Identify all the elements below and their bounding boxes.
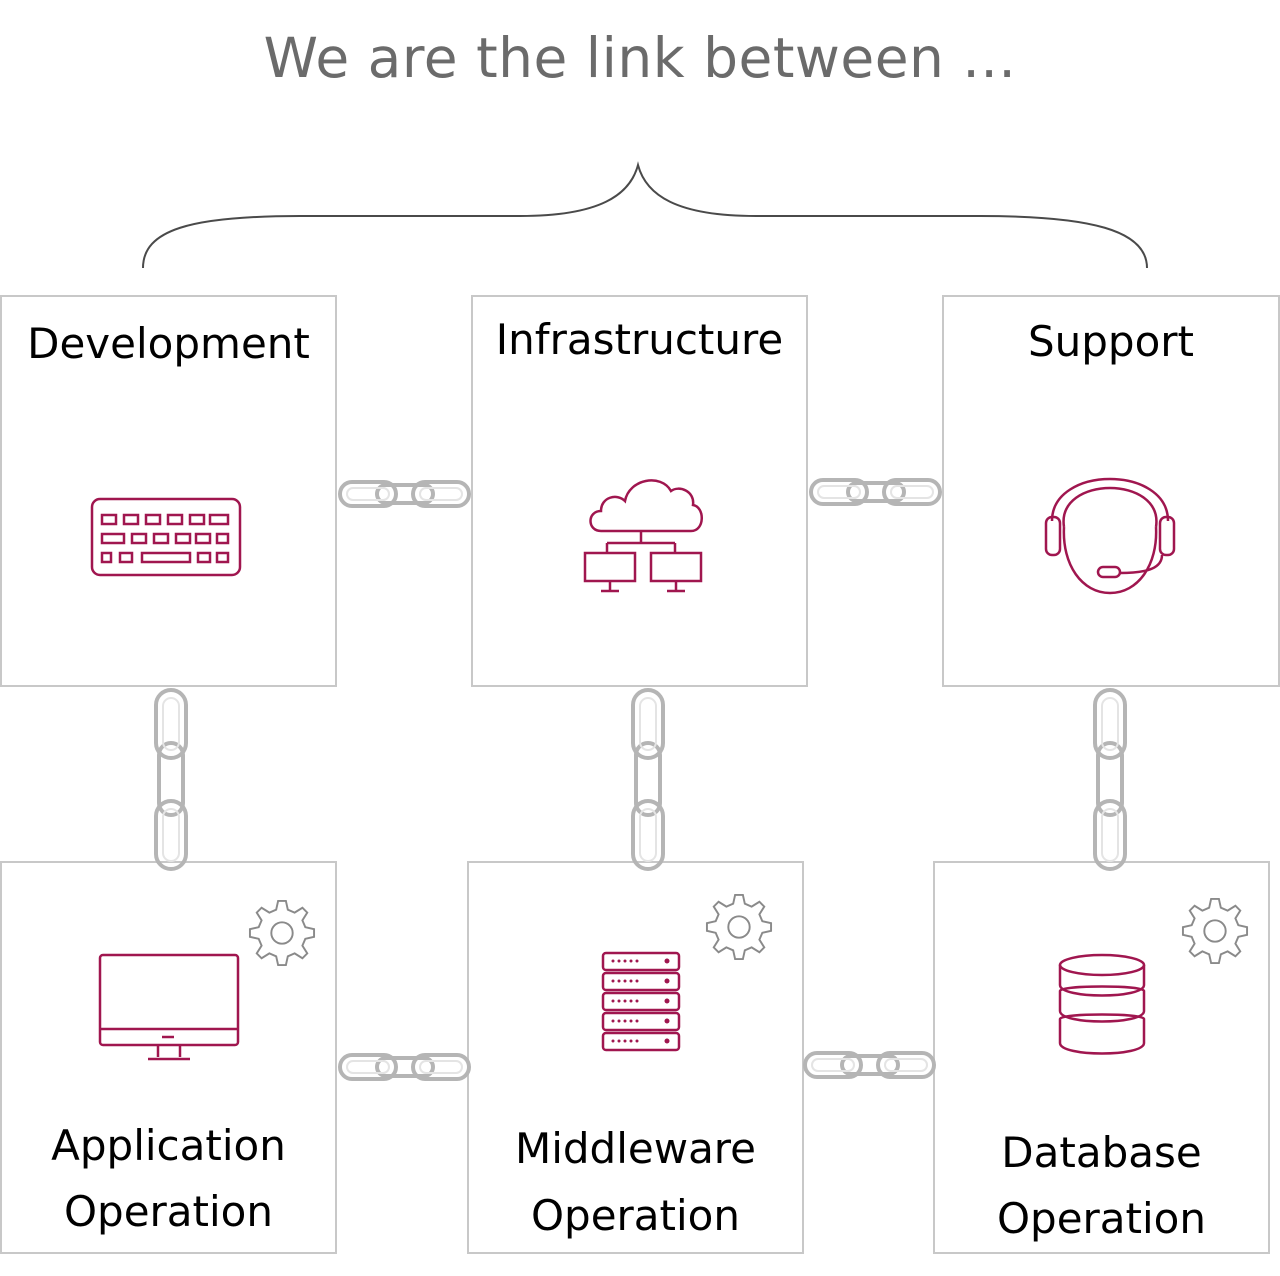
keyboard-icon [90,497,242,577]
card-middleware-operation: Middleware Operation [467,861,804,1254]
chain-link-icon [802,1050,937,1080]
card-application-operation: Application Operation [0,861,337,1254]
card-development: Development [0,295,337,687]
headset-agent-icon [1044,477,1176,595]
gear-icon [1181,897,1249,965]
card-support: Support [942,295,1280,687]
chain-link-icon [1092,687,1128,872]
curly-brace [142,161,1148,269]
card-title-line-2: Operation [63,1187,273,1236]
card-infrastructure: Infrastructure [471,295,808,687]
card-title-line-2: Operation [996,1194,1206,1243]
card-title-line-2: Operation [530,1191,740,1240]
gear-icon [705,893,773,961]
chain-link-icon [808,477,943,507]
cloud-network-icon [583,479,703,593]
chain-link-icon [337,1052,472,1082]
card-title-line-1: Database [1001,1128,1202,1177]
chain-link-icon [630,687,666,872]
card-title-line-1: Middleware [514,1124,756,1173]
card-database-operation: Database Operation [933,861,1270,1254]
headline: We are the link between ... [263,26,1017,90]
card-title-line-1: Application [51,1121,286,1170]
card-title: Development [27,319,310,368]
server-rack-icon [601,951,681,1052]
chain-link-icon [337,479,472,509]
chain-link-icon [153,687,189,872]
gear-icon [248,899,316,967]
monitor-icon [98,953,240,1061]
card-title: Infrastructure [495,315,784,364]
database-icon [1058,953,1146,1055]
card-title: Support [1027,317,1195,366]
